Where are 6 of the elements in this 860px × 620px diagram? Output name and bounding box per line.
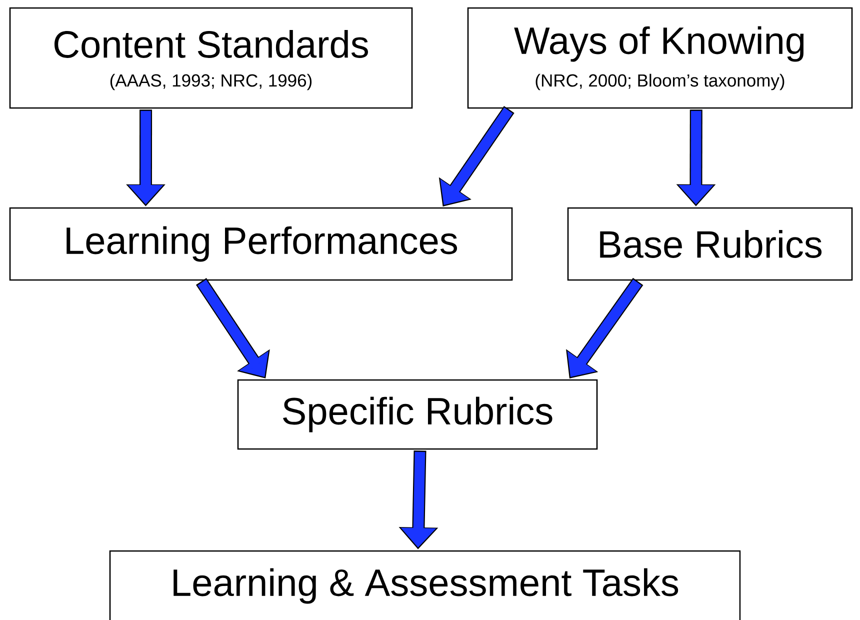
text-box: Specific Rubrics: [237, 379, 598, 450]
text-box: Ways of Knowing (NRC, 2000; Bloom’s taxonomy): [467, 7, 853, 109]
text-box: Learning & Assessment Tasks: [109, 550, 741, 620]
text-box: Learning Performances: [9, 207, 513, 281]
text-box: Content Standards (AAAS, 1993; NRC, 1996): [9, 7, 413, 109]
text-box: Base Rubrics: [567, 207, 853, 281]
